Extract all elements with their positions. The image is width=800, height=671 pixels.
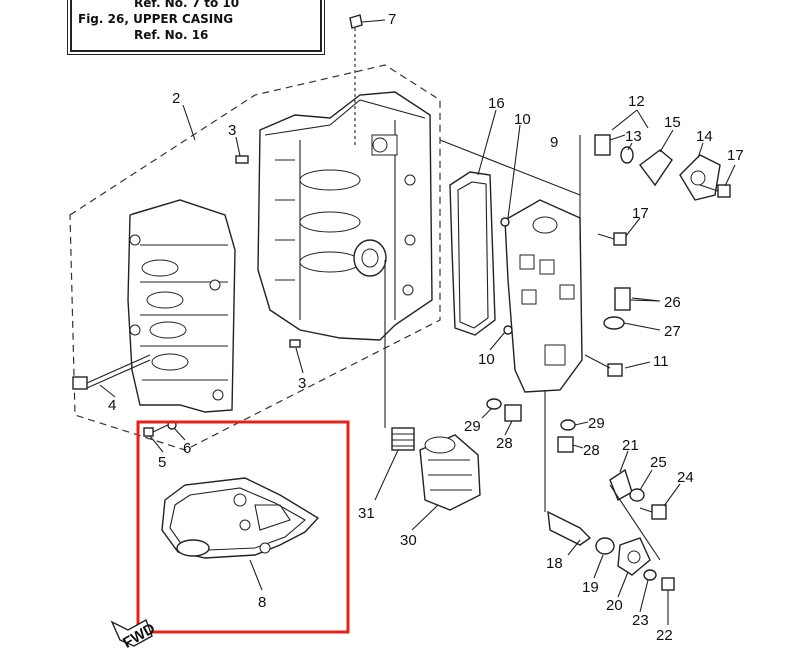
bolt-part-17-upper bbox=[699, 184, 731, 198]
fitting-part-12 bbox=[594, 134, 626, 156]
reference-line-1: Ref. No. 7 to 10 bbox=[134, 0, 240, 10]
gasket-part-15 bbox=[639, 149, 673, 187]
cover-plate-part-9 bbox=[504, 199, 583, 393]
callout-18: 18 bbox=[546, 555, 563, 572]
callout-14: 14 bbox=[696, 128, 713, 145]
o-ring-part-27 bbox=[603, 316, 625, 330]
housing-part-14 bbox=[679, 154, 721, 201]
callout-21: 21 bbox=[622, 437, 639, 454]
bolt-part-17-lower bbox=[597, 232, 627, 246]
callout-29-left: 29 bbox=[464, 418, 481, 435]
callout-16: 16 bbox=[488, 95, 505, 112]
bolt-part-5 bbox=[143, 423, 171, 437]
plug-part-28-right bbox=[557, 436, 574, 453]
reference-line-3: Ref. No. 16 bbox=[134, 28, 209, 42]
callout-22: 22 bbox=[656, 627, 673, 644]
bolt-part-24 bbox=[639, 504, 667, 520]
fwd-arrow-icon bbox=[110, 618, 153, 647]
sensor-part-11 bbox=[584, 354, 623, 377]
callout-2: 2 bbox=[172, 90, 180, 107]
callout-26: 26 bbox=[664, 294, 681, 311]
callout-23: 23 bbox=[632, 612, 649, 629]
callout-28-left: 28 bbox=[496, 435, 513, 452]
callout-10-upper: 10 bbox=[514, 111, 531, 128]
callout-13: 13 bbox=[625, 128, 642, 145]
assembly-outline-dashed bbox=[69, 64, 441, 451]
callout-3-upper: 3 bbox=[228, 122, 236, 139]
callout-24: 24 bbox=[677, 469, 694, 486]
callout-19: 19 bbox=[582, 579, 599, 596]
bolt-part-22 bbox=[661, 577, 675, 625]
callout-8: 8 bbox=[258, 594, 266, 611]
oil-filter-part-30 bbox=[419, 434, 481, 511]
callout-25: 25 bbox=[650, 454, 667, 471]
gasket-part-16 bbox=[449, 171, 496, 336]
gasket-part-8 bbox=[161, 477, 320, 591]
pin-part-10-lower bbox=[503, 325, 513, 335]
callout-3-lower: 3 bbox=[298, 375, 306, 392]
relief-valve-part-31 bbox=[384, 260, 415, 451]
callout-27: 27 bbox=[664, 323, 681, 340]
plug-part-28-left bbox=[504, 404, 522, 422]
washer-part-25 bbox=[629, 488, 645, 502]
washer-part-29-right bbox=[560, 419, 576, 431]
grommet-part-19 bbox=[595, 537, 615, 555]
assembly-line-top bbox=[439, 139, 581, 196]
callout-15: 15 bbox=[664, 114, 681, 131]
callout-12: 12 bbox=[628, 93, 645, 110]
o-ring-part-13 bbox=[620, 146, 634, 164]
tube-part-18 bbox=[547, 510, 592, 546]
callout-5: 5 bbox=[158, 454, 166, 471]
bolt-part-7 bbox=[349, 14, 363, 148]
callout-4: 4 bbox=[108, 397, 116, 414]
callout-29-right: 29 bbox=[588, 415, 605, 432]
callout-labels: 2 3 3 4 5 6 7 8 9 10 10 11 12 13 14 15 1… bbox=[108, 11, 744, 644]
dowel-pin-upper bbox=[235, 155, 249, 164]
callout-7: 7 bbox=[388, 11, 396, 28]
callout-20: 20 bbox=[606, 597, 623, 614]
dowel-pin-lower bbox=[289, 339, 301, 348]
callout-9: 9 bbox=[550, 134, 558, 151]
callout-30: 30 bbox=[400, 532, 417, 549]
bolt-part-4 bbox=[72, 354, 151, 390]
crankcase-part bbox=[127, 199, 236, 413]
pin-part-10-upper bbox=[500, 217, 510, 227]
housing-part-20 bbox=[617, 537, 651, 576]
callout-17-upper: 17 bbox=[727, 147, 744, 164]
cylinder-block-part bbox=[257, 91, 433, 341]
callout-28-right: 28 bbox=[583, 442, 600, 459]
callout-31: 31 bbox=[358, 505, 375, 522]
callout-10-lower: 10 bbox=[478, 351, 495, 368]
washer-part-23 bbox=[643, 569, 657, 581]
callout-11: 11 bbox=[653, 353, 669, 370]
reference-note-box: Ref. No. 7 to 10 Fig. 26, UPPER CASING R… bbox=[67, 0, 325, 55]
washer-part-29-left bbox=[486, 398, 502, 410]
reference-line-2: Fig. 26, UPPER CASING bbox=[78, 12, 234, 26]
callout-17-lower: 17 bbox=[632, 205, 649, 222]
callout-6: 6 bbox=[183, 440, 191, 457]
callout-leaders bbox=[99, 19, 736, 613]
highlight-frame-part-8 bbox=[136, 420, 350, 634]
